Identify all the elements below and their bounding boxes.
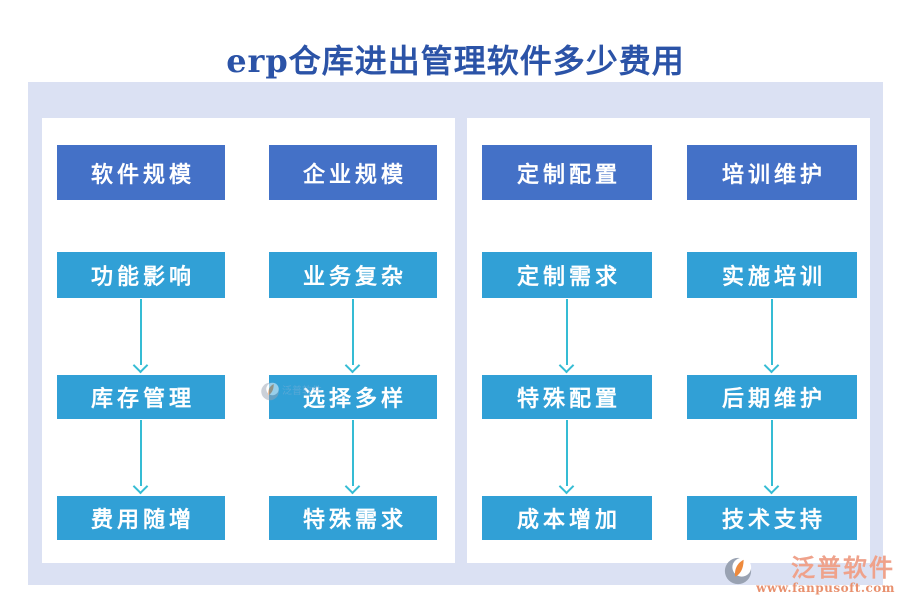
box-custom-configuration: 定制配置 [482, 145, 652, 200]
box-implementation-training: 实施培训 [687, 252, 857, 298]
down-arrow-icon [269, 298, 437, 375]
box-special-configuration: 特殊配置 [482, 375, 652, 419]
box-training-maintenance: 培训维护 [687, 145, 857, 200]
box-customization-needs: 定制需求 [482, 252, 652, 298]
brand-logo: 泛普软件 www.fanpusoft.com [723, 555, 895, 595]
down-arrow-icon [482, 298, 652, 375]
down-arrow-icon [57, 419, 225, 496]
panel-software-enterprise-factors: 软件规模 功能影响 库存管理 费用随增 企业规模 业务复杂 选择多样 特殊需求 [42, 118, 455, 563]
box-special-requirements: 特殊需求 [269, 496, 437, 540]
box-cost-rises: 费用随增 [57, 496, 225, 540]
box-technical-support: 技术支持 [687, 496, 857, 540]
down-arrow-icon [482, 419, 652, 496]
brand-name-text: 泛普软件 [791, 552, 895, 582]
down-arrow-icon [269, 419, 437, 496]
box-function-impact: 功能影响 [57, 252, 225, 298]
brand-website-text: www.fanpusoft.com [756, 581, 895, 595]
down-arrow-icon [687, 298, 857, 375]
column-training-maintenance: 培训维护 实施培训 后期维护 技术支持 [687, 145, 857, 563]
box-enterprise-scale: 企业规模 [269, 145, 437, 200]
box-cost-increase: 成本增加 [482, 496, 652, 540]
column-software-scale: 软件规模 功能影响 库存管理 费用随增 [57, 145, 225, 563]
fanpu-logo-icon [723, 555, 753, 587]
column-custom-configuration: 定制配置 定制需求 特殊配置 成本增加 [482, 145, 652, 563]
diagram-canvas: 软件规模 功能影响 库存管理 费用随增 企业规模 业务复杂 选择多样 特殊需求 [28, 82, 883, 585]
box-business-complexity: 业务复杂 [269, 252, 437, 298]
box-post-maintenance: 后期维护 [687, 375, 857, 419]
column-enterprise-scale: 企业规模 业务复杂 选择多样 特殊需求 [269, 145, 437, 563]
page-title-bar: erp仓库进出管理软件多少费用 [28, 0, 883, 82]
box-inventory-management: 库存管理 [57, 375, 225, 419]
box-software-scale: 软件规模 [57, 145, 225, 200]
down-arrow-icon [57, 298, 225, 375]
panel-customization-training-factors: 定制配置 定制需求 特殊配置 成本增加 培训维护 实施培训 后期维护 技术支持 [467, 118, 870, 563]
box-diverse-choices: 选择多样 [269, 375, 437, 419]
page-title: erp仓库进出管理软件多少费用 [226, 42, 685, 81]
down-arrow-icon [687, 419, 857, 496]
